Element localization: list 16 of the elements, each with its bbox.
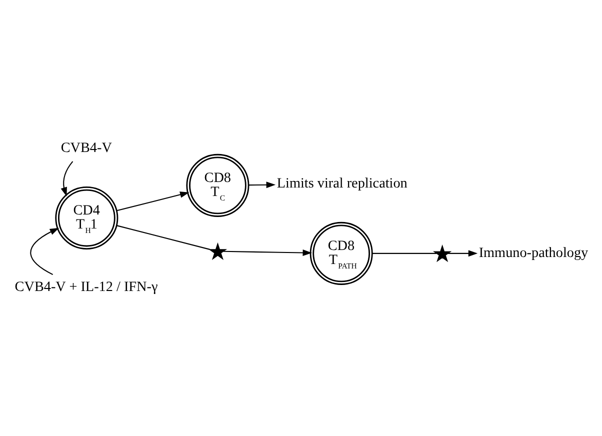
arrow — [223, 250, 312, 256]
node-circle: CD8 T$_{PATH}$ — [310, 222, 373, 285]
arrow — [30, 228, 60, 275]
node-text: CVB4-V — [60, 140, 112, 156]
node-cross — [432, 244, 452, 262]
arrow — [60, 161, 74, 196]
node-cross — [208, 242, 228, 260]
arrow — [448, 250, 478, 257]
connector — [116, 225, 210, 250]
node-circle: CD8 T$_{C}$ — [186, 154, 250, 217]
connector — [372, 252, 436, 254]
node-text: Limits viral replication — [276, 176, 408, 192]
node-text: CVB4-V + IL-12 / IFN-γ — [14, 278, 158, 295]
arrow — [116, 192, 190, 212]
arrow — [248, 182, 276, 188]
node-text: Immuno-pathology — [478, 244, 588, 261]
